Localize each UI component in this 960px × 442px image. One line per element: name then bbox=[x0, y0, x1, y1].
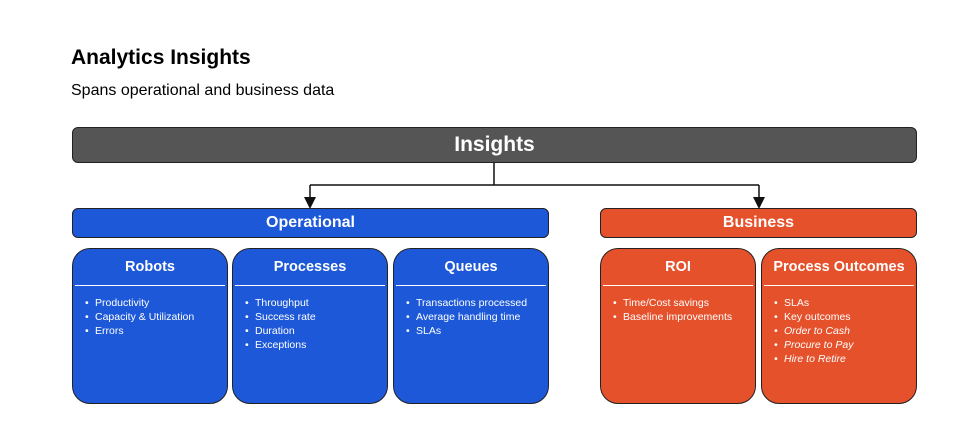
card-title: Robots bbox=[75, 249, 225, 286]
list-item: Throughput bbox=[245, 296, 381, 310]
list-item: Transactions processed bbox=[406, 296, 542, 310]
card-processes: Processes Throughput Success rate Durati… bbox=[232, 248, 388, 404]
card-process-outcomes: Process Outcomes SLAs Key outcomes Order… bbox=[761, 248, 917, 404]
card-roi: ROI Time/Cost savings Baseline improveme… bbox=[600, 248, 756, 404]
card-title: ROI bbox=[603, 249, 753, 286]
list-item: Key outcomes bbox=[774, 310, 910, 324]
list-item: Errors bbox=[85, 324, 221, 338]
list-item: Hire to Retire bbox=[774, 352, 910, 366]
list-item: Average handling time bbox=[406, 310, 542, 324]
card-list: Productivity Capacity & Utilization Erro… bbox=[73, 296, 227, 338]
card-title: Queues bbox=[396, 249, 546, 286]
list-item: SLAs bbox=[406, 324, 542, 338]
card-list: Throughput Success rate Duration Excepti… bbox=[233, 296, 387, 352]
page-title: Analytics Insights bbox=[71, 46, 251, 69]
card-queues: Queues Transactions processed Average ha… bbox=[393, 248, 549, 404]
list-item: Success rate bbox=[245, 310, 381, 324]
business-bar: Business bbox=[600, 208, 917, 238]
list-item: Duration bbox=[245, 324, 381, 338]
card-list: Time/Cost savings Baseline improvements bbox=[601, 296, 755, 324]
list-item: Exceptions bbox=[245, 338, 381, 352]
card-title: Process Outcomes bbox=[764, 249, 914, 286]
list-item: Time/Cost savings bbox=[613, 296, 749, 310]
operational-bar: Operational bbox=[72, 208, 549, 238]
card-title: Processes bbox=[235, 249, 385, 286]
list-item: Capacity & Utilization bbox=[85, 310, 221, 324]
card-list: Transactions processed Average handling … bbox=[394, 296, 548, 338]
card-list: SLAs Key outcomes Order to Cash Procure … bbox=[762, 296, 916, 366]
list-item: Procure to Pay bbox=[774, 338, 910, 352]
card-robots: Robots Productivity Capacity & Utilizati… bbox=[72, 248, 228, 404]
list-item: SLAs bbox=[774, 296, 910, 310]
list-item: Order to Cash bbox=[774, 324, 910, 338]
insights-bar: Insights bbox=[72, 127, 917, 163]
page-subtitle: Spans operational and business data bbox=[71, 82, 335, 99]
list-item: Baseline improvements bbox=[613, 310, 749, 324]
list-item: Productivity bbox=[85, 296, 221, 310]
